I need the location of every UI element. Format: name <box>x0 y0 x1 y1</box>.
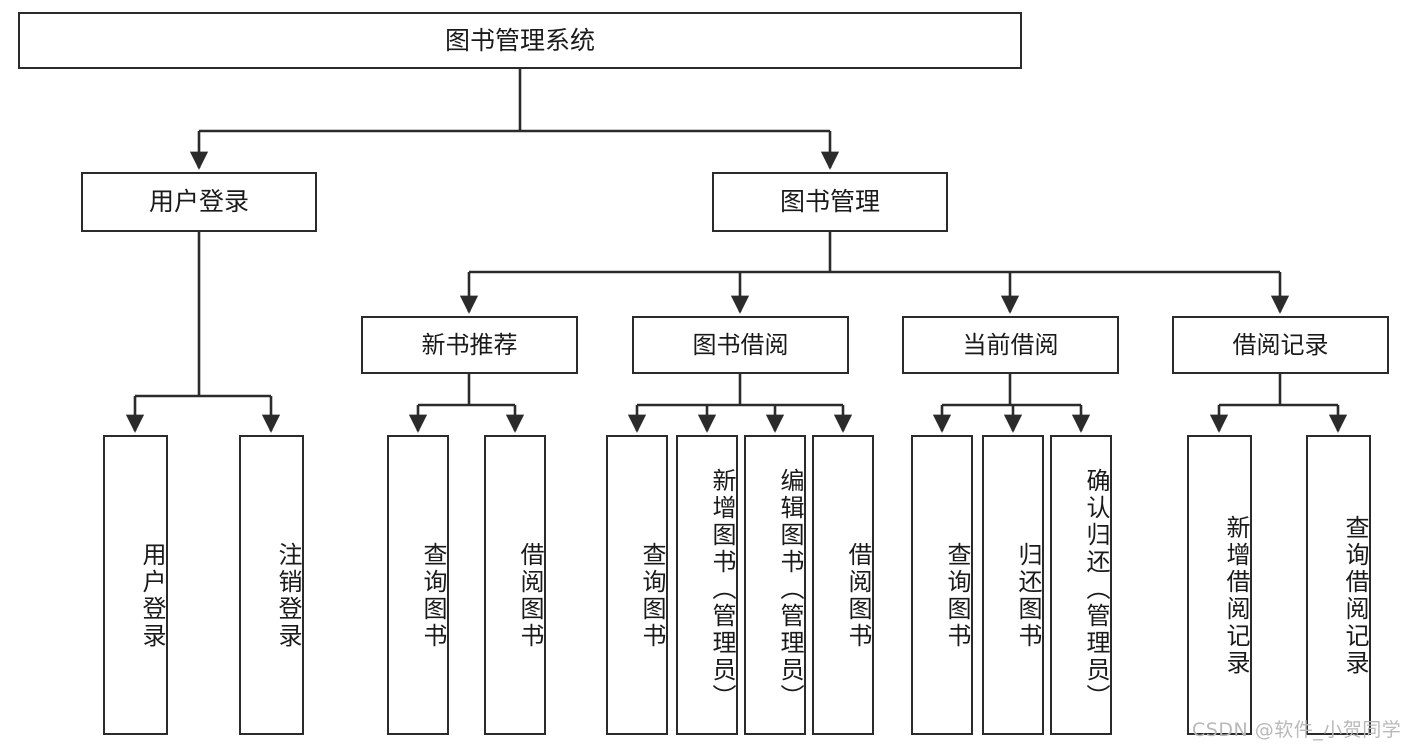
node-book-management[interactable]: 图书管理 <box>712 172 948 232</box>
node-book-borrow[interactable]: 图书借阅 <box>632 316 849 374</box>
leaf-lend-book[interactable]: 借阅图书 <box>812 435 874 735</box>
node-user-login[interactable]: 用户登录 <box>81 172 317 232</box>
leaf-edit-book-admin[interactable]: 编辑图书（管理员） <box>744 435 806 735</box>
leaf-query-book-current[interactable]: 查询图书 <box>911 435 973 735</box>
leaf-query-borrow-record[interactable]: 查询借阅记录 <box>1306 435 1371 735</box>
node-new-book-recommend[interactable]: 新书推荐 <box>361 316 578 374</box>
leaf-query-book-borrow[interactable]: 查询图书 <box>606 435 668 735</box>
node-current-borrow[interactable]: 当前借阅 <box>902 316 1119 374</box>
leaf-add-book-admin[interactable]: 新增图书（管理员） <box>676 435 738 735</box>
node-borrow-record[interactable]: 借阅记录 <box>1172 316 1389 374</box>
leaf-user-logout[interactable]: 注销登录 <box>239 435 304 735</box>
node-root-system[interactable]: 图书管理系统 <box>18 12 1022 69</box>
leaf-borrow-book-new[interactable]: 借阅图书 <box>484 435 546 735</box>
leaf-query-book-new[interactable]: 查询图书 <box>387 435 449 735</box>
leaf-user-login[interactable]: 用户登录 <box>103 435 168 735</box>
leaf-confirm-return-admin[interactable]: 确认归还（管理员） <box>1050 435 1112 735</box>
leaf-add-borrow-record[interactable]: 新增借阅记录 <box>1187 435 1252 735</box>
leaf-return-book[interactable]: 归还图书 <box>982 435 1044 735</box>
